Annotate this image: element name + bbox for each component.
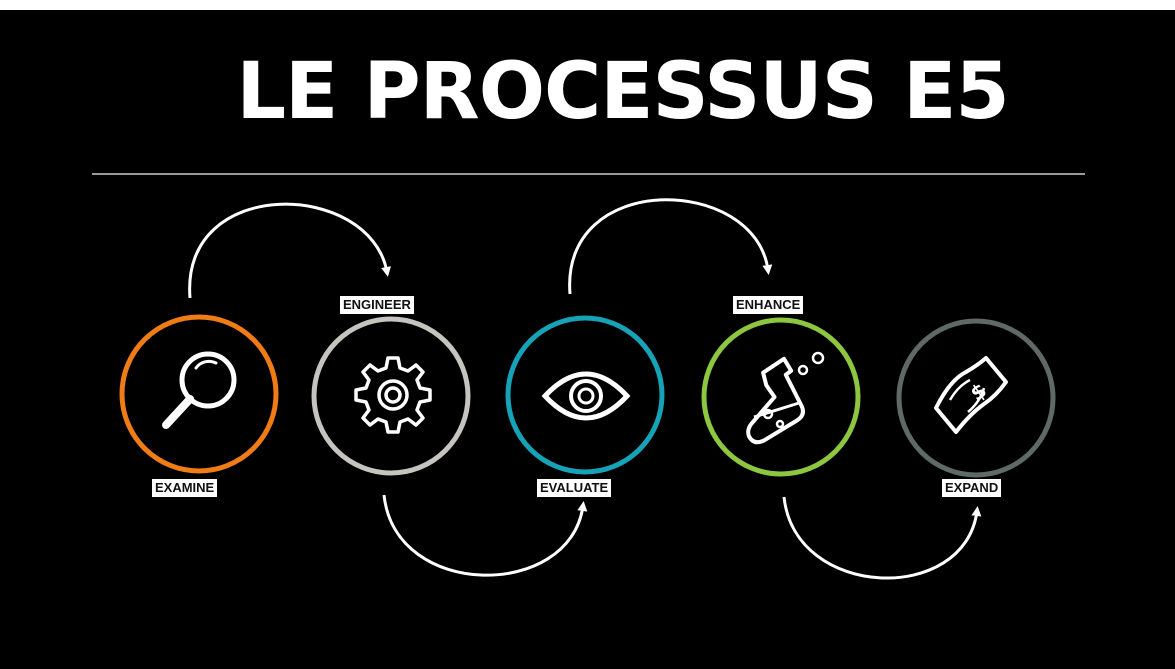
expand-circle [896,318,1056,478]
step-label-evaluate: EVALUATE [537,479,612,497]
slide-background [0,10,1175,669]
gear-icon [354,356,432,434]
flask-icon [746,351,825,445]
eye-icon [541,371,631,421]
step-label-examine: EXAMINE [152,479,218,497]
evaluate-circle [505,315,665,475]
step-label-expand: EXPAND [942,479,1002,497]
engineer-circle [311,316,471,476]
page-title: LE PROCESSUS E5 [236,47,1009,137]
step-label-enhance: ENHANCE [733,296,804,314]
arrow-enhance-to-expand [782,496,982,580]
money-icon: $ [934,356,1008,434]
divider [92,173,1085,175]
step-label-engineer: ENGINEER [340,296,414,314]
magnifier-icon [162,351,237,429]
enhance-circle [701,317,861,477]
arrow-engineer-to-evaluate [382,494,588,577]
arrow-examine-to-engineer [188,202,391,299]
arrow-evaluate-to-enhance [568,198,773,295]
examine-circle [119,314,279,474]
